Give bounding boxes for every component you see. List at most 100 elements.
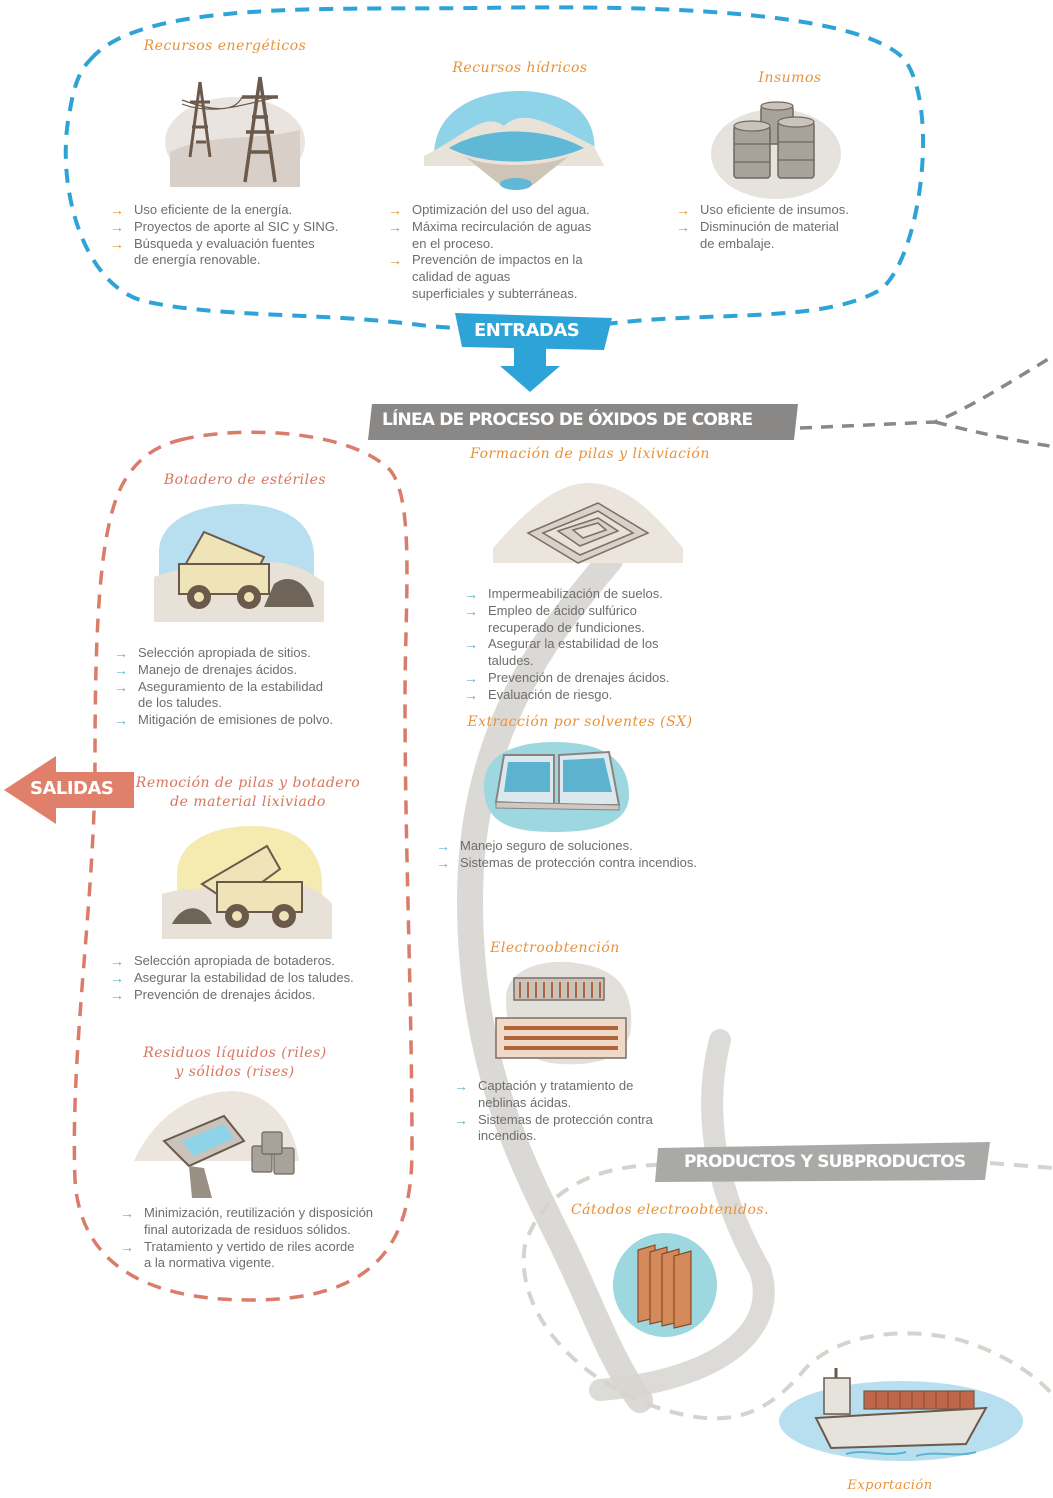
list-item: en el proceso. bbox=[412, 235, 494, 251]
arrow-icon: → bbox=[464, 602, 478, 619]
arrow-icon: → bbox=[676, 218, 690, 235]
list-item: →Uso eficiente de insumos. bbox=[676, 202, 849, 218]
botadero-title: Botadero de estériles bbox=[163, 472, 327, 488]
residuos-title-line1: Residuos líquidos (riles) bbox=[143, 1045, 327, 1061]
remocion-list: →Selección apropiada de botaderos. →Aseg… bbox=[110, 953, 400, 1003]
list-item: →Impermeabilización de suelos. bbox=[464, 586, 663, 602]
list-item: incendios. bbox=[478, 1128, 537, 1144]
electrowinning-cell-icon bbox=[486, 958, 636, 1073]
list-item: →Minimización, reutilización y disposici… bbox=[120, 1205, 374, 1221]
arrow-icon: → bbox=[388, 252, 402, 269]
process-flow-band-2 bbox=[589, 1029, 775, 1401]
list-item: →Máxima recirculación de aguas bbox=[388, 218, 592, 235]
arrow-icon: → bbox=[454, 1078, 468, 1094]
pilas-title: Formación de pilas y lixiviación bbox=[470, 446, 710, 462]
hidricos-title: Recursos hídricos bbox=[452, 60, 588, 76]
list-item: →Manejo seguro de soluciones. bbox=[436, 838, 633, 854]
list-item: →Prevención de impactos en la bbox=[388, 252, 583, 269]
arrow-icon: → bbox=[114, 678, 128, 695]
arrow-icon: → bbox=[110, 953, 124, 969]
arrow-icon: → bbox=[464, 669, 478, 686]
water-reservoir-icon bbox=[424, 86, 604, 201]
hidricos-list: →Optimización del uso del agua. →Máxima … bbox=[388, 202, 638, 303]
list-item: de los taludes. bbox=[138, 695, 222, 711]
list-item: →Asegurar la estabilidad de los taludes. bbox=[110, 969, 354, 986]
arrow-icon: → bbox=[120, 1205, 134, 1221]
arrow-icon: → bbox=[114, 661, 128, 678]
list-item: →Disminución de material bbox=[676, 218, 839, 235]
arrow-icon: → bbox=[110, 202, 124, 218]
list-item: taludes. bbox=[488, 653, 534, 669]
arrow-icon: → bbox=[436, 838, 450, 854]
list-item: →Asegurar la estabilidad de los bbox=[464, 636, 659, 653]
salidas-boundary bbox=[72, 430, 414, 1302]
insumos-title: Insumos bbox=[758, 70, 822, 86]
arrow-icon: → bbox=[120, 1238, 134, 1255]
list-item: →Evaluación de riesgo. bbox=[464, 686, 613, 703]
residuos-list: →Minimización, reutilización y disposici… bbox=[120, 1205, 410, 1272]
sx-tanks-icon bbox=[474, 740, 634, 840]
exportacion-title: Exportación bbox=[847, 1478, 933, 1493]
list-item: superficiales y subterráneas. bbox=[412, 285, 578, 301]
entradas-banner-shape bbox=[455, 313, 612, 392]
list-item: →Manejo de drenajes ácidos. bbox=[114, 661, 297, 678]
process-line-extension bbox=[799, 356, 1051, 448]
salidas-banner-label: SALIDAS bbox=[30, 778, 114, 799]
arrow-icon: → bbox=[114, 645, 128, 661]
catodos-title: Cátodos electroobtenidos. bbox=[570, 1202, 770, 1218]
list-item: →Uso eficiente de la energía. bbox=[110, 202, 293, 218]
arrow-icon: → bbox=[388, 202, 402, 218]
list-item: neblinas ácidas. bbox=[478, 1094, 572, 1110]
arrow-icon: → bbox=[110, 986, 124, 1003]
list-item: →Tratamiento y vertido de riles acorde bbox=[120, 1238, 355, 1255]
residuos-title-line2: y sólidos (rises) bbox=[175, 1064, 295, 1080]
sx-title: Extracción por solventes (SX) bbox=[467, 714, 693, 730]
energeticos-title: Recursos energéticos bbox=[143, 38, 307, 54]
barrels-icon bbox=[706, 94, 846, 209]
insumos-list: →Uso eficiente de insumos. →Disminución … bbox=[676, 202, 896, 252]
arrow-icon: → bbox=[464, 686, 478, 703]
list-item: →Mitigación de emisiones de polvo. bbox=[114, 712, 334, 729]
list-item: →Prevención de drenajes ácidos. bbox=[464, 669, 670, 686]
remocion-title-line1: Remoción de pilas y botadero bbox=[135, 775, 361, 791]
arrow-icon: → bbox=[436, 854, 450, 871]
arrow-icon: → bbox=[110, 235, 124, 252]
arrow-icon: → bbox=[110, 218, 124, 235]
productos-boundary-right bbox=[989, 1161, 1053, 1170]
salidas-arrow-shape bbox=[4, 756, 134, 824]
ew-title: Electroobtención bbox=[490, 940, 620, 956]
energeticos-list: →Uso eficiente de la energía. →Proyectos… bbox=[110, 202, 360, 269]
dump-truck-icon bbox=[162, 824, 332, 944]
pilas-list: →Impermeabilización de suelos. →Empleo d… bbox=[464, 586, 714, 704]
list-item: recuperado de fundiciones. bbox=[488, 619, 645, 635]
entradas-boundary bbox=[63, 5, 926, 331]
ew-list: →Captación y tratamiento de neblinas áci… bbox=[454, 1078, 704, 1145]
arrow-icon: → bbox=[388, 218, 402, 235]
botadero-list: →Selección apropiada de sitios. →Manejo … bbox=[114, 645, 384, 729]
productos-banner-shape bbox=[655, 1142, 990, 1182]
list-item: calidad de aguas bbox=[412, 269, 511, 285]
list-item: →Selección apropiada de botaderos. bbox=[110, 953, 335, 969]
productos-banner-label: PRODUCTOS Y SUBPRODUCTOS bbox=[684, 1152, 966, 1172]
list-item: →Sistemas de protección contra bbox=[454, 1111, 653, 1128]
remocion-title: Remoción de pilas y botadero de material… bbox=[128, 774, 368, 812]
remocion-title-line2: de material lixiviado bbox=[170, 794, 326, 810]
process-flow-band bbox=[456, 547, 653, 1413]
arrow-icon: → bbox=[114, 712, 128, 729]
list-item: →Selección apropiada de sitios. bbox=[114, 645, 311, 661]
arrow-icon: → bbox=[676, 202, 690, 218]
sx-list: →Manejo seguro de soluciones. →Sistemas … bbox=[436, 838, 756, 872]
linea-banner-shape bbox=[368, 404, 798, 440]
leach-pile-icon bbox=[488, 478, 688, 573]
linea-banner-label: LÍNEA DE PROCESO DE ÓXIDOS DE COBRE bbox=[382, 410, 753, 430]
productos-boundary bbox=[521, 1163, 1053, 1421]
list-item: de embalaje. bbox=[700, 235, 775, 251]
list-item: →Empleo de ácido sulfúrico bbox=[464, 602, 637, 619]
list-item: →Búsqueda y evaluación fuentes bbox=[110, 235, 315, 252]
cargo-ship-icon bbox=[776, 1356, 1026, 1471]
arrow-icon: → bbox=[464, 636, 478, 653]
list-item: final autorizada de residuos sólidos. bbox=[144, 1221, 351, 1237]
arrow-icon: → bbox=[110, 969, 124, 986]
dump-truck-icon bbox=[154, 502, 324, 627]
